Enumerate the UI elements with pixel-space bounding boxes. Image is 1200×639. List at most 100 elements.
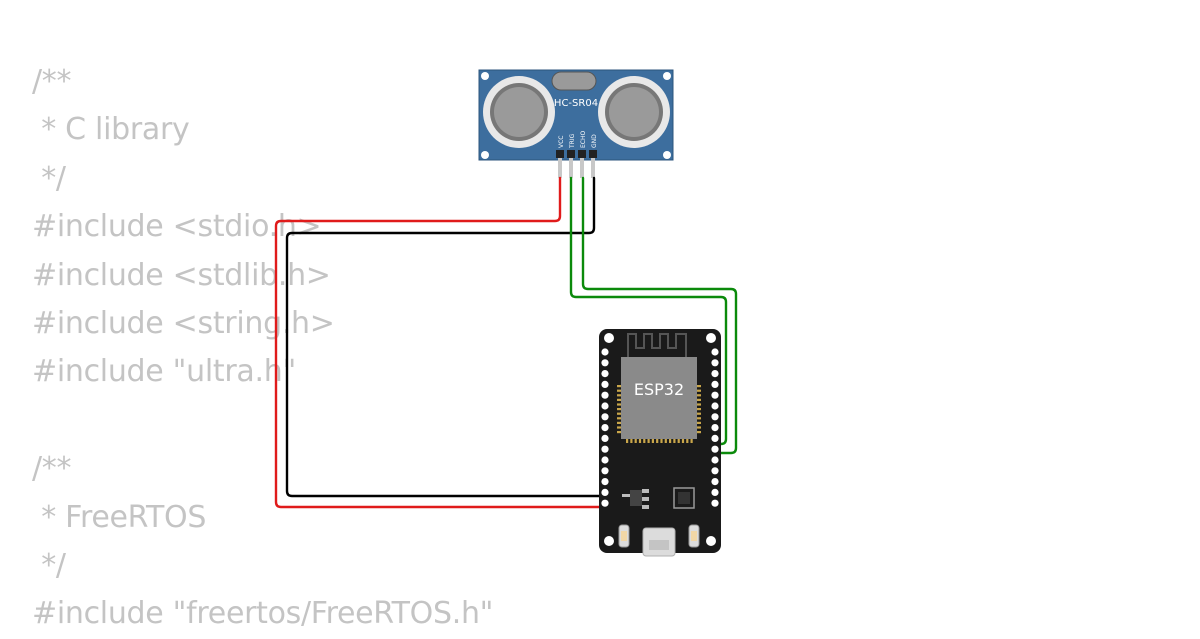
- header-pin[interactable]: [711, 391, 719, 399]
- module-pad: [651, 439, 654, 443]
- module-pad: [697, 431, 701, 434]
- module-pad: [697, 408, 701, 411]
- antenna-trace: [627, 333, 687, 357]
- mount-hole: [481, 151, 489, 159]
- sensor-pin-label-gnd: GND: [591, 134, 598, 148]
- header-pin[interactable]: [711, 445, 719, 453]
- header-pin[interactable]: [711, 348, 719, 356]
- code-line: #include <stdlib.h>: [32, 257, 331, 293]
- module-pad: [656, 439, 659, 443]
- header-pin[interactable]: [711, 370, 719, 378]
- module-pad: [617, 426, 621, 429]
- header-pin[interactable]: [711, 488, 719, 496]
- module-pad: [697, 412, 701, 415]
- header-pin[interactable]: [601, 370, 609, 378]
- code-line: /**: [32, 64, 72, 99]
- module-pad: [643, 439, 646, 443]
- header-pin[interactable]: [711, 424, 719, 432]
- sensor-pin-label-vcc: VCC: [558, 136, 565, 148]
- header-pin[interactable]: [711, 456, 719, 464]
- code-line: */: [32, 547, 66, 583]
- module-pad: [686, 439, 689, 443]
- module-pad: [673, 439, 676, 443]
- mount-hole: [663, 72, 671, 80]
- header-pin[interactable]: [601, 380, 609, 388]
- header-pin[interactable]: [601, 359, 609, 367]
- header-pin[interactable]: [601, 488, 609, 496]
- header-pin[interactable]: [601, 478, 609, 486]
- module-pad: [617, 385, 621, 388]
- header-pin[interactable]: [601, 424, 609, 432]
- module-pad: [638, 439, 642, 443]
- esp32-board[interactable]: ESP32: [599, 329, 721, 557]
- header-pin[interactable]: [711, 359, 719, 367]
- header-pin[interactable]: [711, 413, 719, 421]
- module-pad: [626, 439, 629, 443]
- header-pin[interactable]: [601, 456, 609, 464]
- module-pad: [634, 439, 637, 443]
- mount-hole: [706, 333, 716, 343]
- code-line: * FreeRTOS: [32, 499, 207, 535]
- module-pad: [617, 408, 621, 411]
- sensor-header: [556, 150, 597, 158]
- header-pin[interactable]: [601, 402, 609, 410]
- module-pad: [669, 439, 672, 443]
- module-pad: [660, 439, 663, 443]
- header-pin[interactable]: [601, 434, 609, 442]
- wire-vcc[interactable]: [274, 176, 606, 509]
- module-pad: [681, 439, 685, 443]
- header-pin[interactable]: [601, 445, 609, 453]
- left-transducer: [483, 76, 555, 148]
- header-pin[interactable]: [601, 348, 609, 356]
- wire-echo[interactable]: [581, 176, 738, 455]
- module-pad: [617, 431, 621, 434]
- sensor-pin-label-trig: TRIG: [569, 133, 576, 149]
- code-line: #include "ultra.h": [32, 354, 296, 390]
- module-pad: [617, 389, 621, 392]
- module-pad: [617, 421, 621, 424]
- crystal-oscillator: [551, 71, 597, 91]
- module-pad: [617, 412, 621, 415]
- module-pad: [697, 385, 701, 388]
- module-pad: [697, 389, 701, 392]
- code-line: /**: [32, 451, 72, 487]
- right-transducer: [598, 76, 670, 148]
- sensor-label: HC-SR04: [554, 98, 598, 109]
- wire-trig[interactable]: [569, 176, 728, 446]
- code-line: * C library: [32, 112, 190, 148]
- module-pad: [617, 398, 621, 401]
- module-pad: [677, 439, 680, 443]
- header-pin[interactable]: [601, 467, 609, 475]
- header-pin[interactable]: [711, 478, 719, 486]
- esp32-module: [621, 357, 697, 439]
- board-label: ESP32: [634, 380, 684, 399]
- code-line: */: [32, 160, 66, 196]
- mount-hole: [663, 151, 671, 159]
- header-pin[interactable]: [711, 467, 719, 475]
- code-editor-background: /** * C library */ #include <stdio.h> #inc…: [32, 58, 493, 639]
- module-pad: [690, 439, 693, 443]
- header-pin[interactable]: [711, 499, 719, 507]
- header-pin[interactable]: [601, 499, 609, 507]
- sensor-pin-label-echo: ECHO: [580, 131, 587, 148]
- mount-hole: [706, 536, 716, 546]
- mount-hole: [604, 536, 614, 546]
- module-pad: [697, 394, 701, 397]
- voltage-regulator: [630, 490, 642, 506]
- header-pin[interactable]: [601, 413, 609, 421]
- header-pin[interactable]: [601, 391, 609, 399]
- header-pin[interactable]: [711, 434, 719, 442]
- wire-gnd[interactable]: [285, 176, 606, 498]
- module-pad: [697, 421, 701, 424]
- header-pin[interactable]: [711, 402, 719, 410]
- module-pad: [617, 403, 621, 406]
- header-pin[interactable]: [711, 380, 719, 388]
- module-pad: [617, 417, 621, 420]
- code-line: #include <stdio.h>: [32, 209, 322, 245]
- module-pad: [697, 398, 701, 401]
- hc-sr04-sensor[interactable]: HC-SR04 VCC TRIG ECHO GND: [478, 69, 674, 178]
- code-line: #include <string.h>: [32, 305, 335, 341]
- module-pad: [617, 394, 621, 397]
- sensor-pins: [558, 158, 595, 178]
